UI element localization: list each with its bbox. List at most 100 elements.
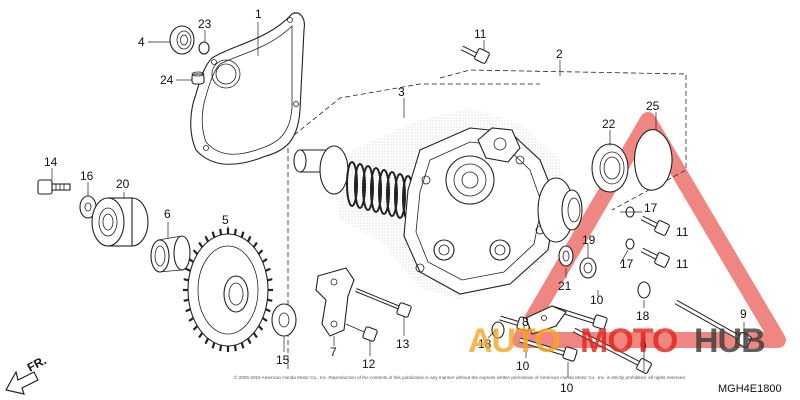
- seal-part-4: [169, 25, 195, 55]
- spring-coil: [378, 169, 390, 215]
- gear-tooth: [267, 278, 273, 282]
- callout-6: 6: [164, 207, 171, 221]
- gear-tooth: [257, 325, 264, 331]
- callout-21: 21: [558, 279, 572, 293]
- washer-part-18-left: [491, 321, 505, 339]
- gear-tooth: [192, 249, 199, 255]
- callout-18-right: 18: [636, 309, 650, 323]
- gear-tooth: [265, 308, 271, 313]
- bearing-part-20: [91, 197, 149, 247]
- callout-14: 14: [44, 155, 58, 169]
- callout-7: 7: [330, 345, 337, 359]
- gear-tooth: [183, 278, 189, 282]
- spring-coil: [354, 163, 366, 209]
- callout-17-upper: 17: [644, 201, 658, 215]
- callout-2: 2: [556, 47, 563, 61]
- washer-part-15: [271, 303, 297, 337]
- callout-1: 1: [255, 7, 262, 21]
- bolt-part-11-low: [640, 247, 670, 268]
- gear-tooth: [192, 325, 199, 331]
- gear-tooth: [188, 258, 194, 263]
- gear-tooth: [252, 332, 258, 339]
- washer-part-17-lower: [625, 238, 635, 250]
- gear-tooth: [262, 317, 268, 322]
- callout-4: 4: [138, 35, 145, 49]
- spring-coil: [362, 165, 374, 211]
- callout-9-right: 9: [740, 307, 747, 321]
- bolt-part-11-mid: [640, 215, 670, 236]
- gear-tooth: [185, 308, 191, 313]
- callout-9-low: 9: [640, 339, 647, 353]
- seal-part-19: [579, 257, 597, 279]
- spring-coil: [346, 161, 358, 207]
- callout-12: 12: [362, 357, 376, 371]
- washer-part-18-right: [637, 281, 651, 299]
- callout-11-mid: 11: [676, 225, 689, 239]
- callout-numbers: 1 2 3 4 5 6 7 8 9 9 10 10 10 11 11 11 12…: [44, 7, 747, 395]
- seal-part-22: [591, 143, 629, 193]
- callout-11-low: 11: [676, 257, 689, 271]
- watermark-text-hub: HUB: [694, 322, 765, 360]
- gear-tooth: [211, 342, 216, 349]
- watermark-triangle: [512, 112, 786, 348]
- gear-tooth: [183, 298, 189, 302]
- gear-tooth: [265, 267, 271, 272]
- bolt-part-12: [345, 323, 378, 342]
- callout-20: 20: [116, 177, 130, 191]
- gasket-part-1: [190, 12, 305, 165]
- callout-10-low: 10: [560, 381, 574, 395]
- oring-part-23: [198, 41, 210, 55]
- spring-coil: [370, 167, 382, 213]
- assembly-box-3: [287, 83, 540, 141]
- gear-tooth: [198, 241, 204, 248]
- circlip-part-25: [633, 129, 673, 191]
- gear-tooth: [211, 231, 216, 238]
- bolt-part-13: [355, 288, 412, 318]
- gear-tooth: [219, 228, 223, 236]
- bracket-part-8: [525, 305, 567, 335]
- housing-assembly-part-2: [293, 108, 583, 300]
- bolt-part-9-low: [572, 327, 652, 374]
- collar-part-6: [150, 235, 191, 273]
- callout-13: 13: [396, 337, 410, 351]
- spring-coil: [394, 173, 406, 219]
- gear-tooth: [257, 249, 264, 255]
- callout-24: 24: [160, 73, 174, 87]
- gear-tooth: [204, 235, 209, 242]
- gear-tooth: [240, 231, 245, 238]
- watermark-text-moto: MOTO: [580, 322, 678, 360]
- gear-part-5: [183, 228, 273, 352]
- callout-3: 3: [398, 85, 405, 99]
- callout-16: 16: [80, 169, 94, 183]
- gear-tooth: [267, 298, 273, 302]
- callout-19: 19: [582, 233, 596, 247]
- callout-17-lower: 17: [620, 257, 634, 271]
- spring-coil: [386, 171, 398, 217]
- gear-tooth: [240, 342, 245, 349]
- gear-tooth: [252, 241, 258, 248]
- gear-tooth: [188, 317, 194, 322]
- gear-tooth: [198, 332, 204, 339]
- callout-10-upper: 10: [590, 293, 604, 307]
- gear-tooth: [233, 344, 237, 352]
- bracket-part-7: [315, 267, 355, 337]
- gear-tooth: [247, 235, 252, 242]
- callout-10-mid: 10: [516, 359, 530, 373]
- gear-tooth: [262, 258, 268, 263]
- callout-11-top: 11: [474, 27, 487, 41]
- watermark-text-auto: AUTO: [468, 322, 560, 360]
- gear-tooth: [185, 267, 191, 272]
- gear-tooth: [233, 228, 237, 236]
- gear-tooth: [204, 338, 209, 345]
- copyright-notice: © 2005-2015 American Honda Motor Co., In…: [234, 374, 686, 380]
- bolt-part-14: [37, 179, 71, 195]
- watermark-logo: AUTO MOTO HUB: [468, 322, 766, 360]
- callout-25: 25: [646, 99, 660, 113]
- diagram-code: MGH4E1800: [718, 383, 782, 395]
- leader-lines: [51, 22, 745, 378]
- callout-8: 8: [522, 315, 529, 329]
- callout-23: 23: [198, 17, 212, 31]
- callout-5: 5: [222, 213, 229, 227]
